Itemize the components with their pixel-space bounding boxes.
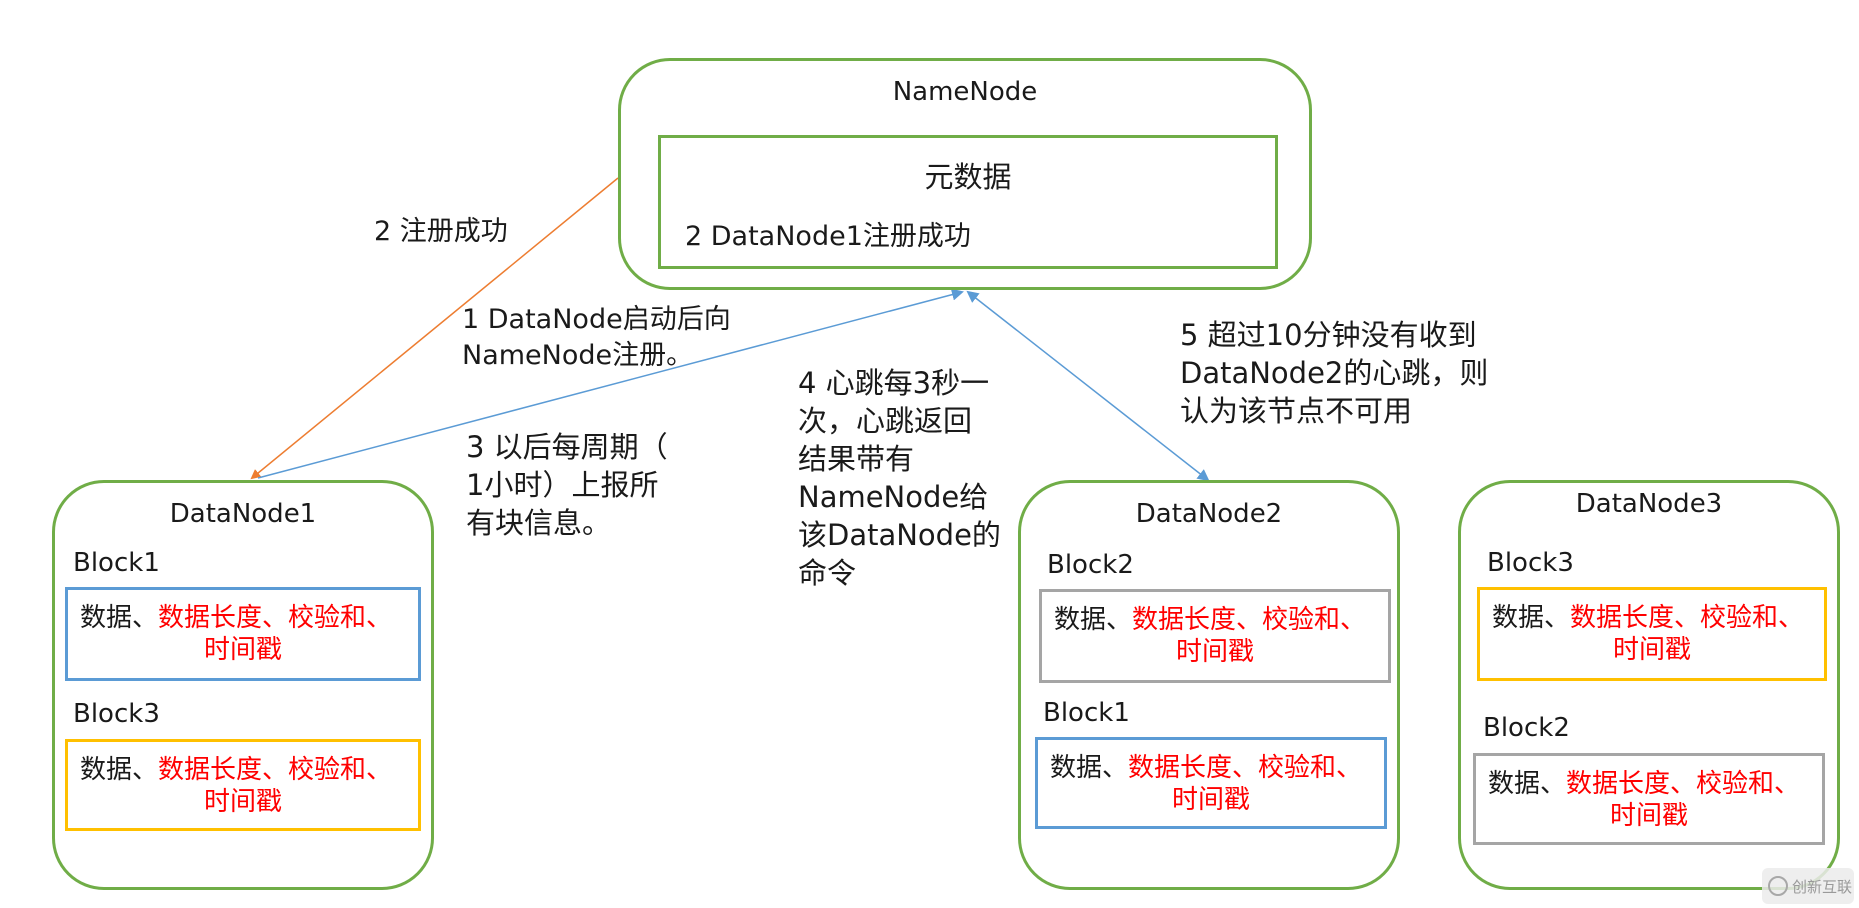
block-timestamp-text: 时间戳 xyxy=(1171,785,1250,815)
metadata-title: 元数据 xyxy=(924,160,1012,194)
datanode2-block2-label: Block2 xyxy=(1047,550,1134,580)
register-request-arrow xyxy=(257,288,964,479)
annotation-periodic-report: 3 以后每周期（ 1小时）上报所 有块信息。 xyxy=(466,428,668,542)
annotation-line: 3 以后每周期（ xyxy=(466,430,668,464)
datanode2-block1-label: Block1 xyxy=(1043,698,1130,728)
annotation-line: 1 DataNode启动后向 xyxy=(462,304,731,335)
block-meta-text: 数据长度、校验和、 xyxy=(1128,753,1363,783)
block-timestamp-text: 时间戳 xyxy=(1609,801,1688,831)
datanode3-title: DataNode3 xyxy=(1575,489,1723,519)
annotation-line: NameNode给 xyxy=(798,480,989,514)
annotation-heartbeat: 4 心跳每3秒一 次，心跳返回 结果带有 NameNode给 该DataNode… xyxy=(798,364,1001,592)
register-success-arrow xyxy=(250,177,619,480)
annotation-line: 次，心跳返回 xyxy=(798,404,973,438)
namenode-box: NameNode 元数据 2 DataNode1注册成功 xyxy=(618,58,1312,290)
block-timestamp-text: 时间戳 xyxy=(203,787,282,817)
block-data-text: 数据、 xyxy=(1054,605,1133,635)
block-data-text: 数据、 xyxy=(1488,769,1567,799)
annotation-line: DataNode2的心跳，则 xyxy=(1180,356,1489,390)
datanode2-title: DataNode2 xyxy=(1135,499,1283,529)
annotation-line: 有块信息。 xyxy=(466,506,612,540)
block-meta-text: 数据长度、校验和、 xyxy=(1566,769,1801,799)
watermark-icon xyxy=(1768,876,1788,896)
annotation-register-request: 1 DataNode启动后向 NameNode注册。 xyxy=(462,302,731,374)
annotation-line: 5 超过10分钟没有收到 xyxy=(1180,318,1477,352)
annotation-register-success: 2 注册成功 xyxy=(374,216,508,247)
annotation-line: 命令 xyxy=(798,556,857,590)
metadata-entry: 2 DataNode1注册成功 xyxy=(685,221,971,252)
datanode1-box: DataNode1 Block1 数据、数据长度、校验和、 时间戳 Block3… xyxy=(52,480,434,890)
block-meta-text: 数据长度、校验和、 xyxy=(158,603,393,633)
namenode-title: NameNode xyxy=(892,77,1038,107)
datanode3-block2-box: 数据、数据长度、校验和、 时间戳 xyxy=(1473,753,1825,845)
datanode3-block2-label: Block2 xyxy=(1483,713,1570,743)
datanode1-title: DataNode1 xyxy=(169,499,317,529)
block-meta-text: 数据长度、校验和、 xyxy=(1570,603,1805,633)
datanode3-box: DataNode3 Block3 数据、数据长度、校验和、 时间戳 Block2… xyxy=(1458,480,1840,890)
datanode1-block3-box: 数据、数据长度、校验和、 时间戳 xyxy=(65,739,421,831)
block-meta-text: 数据长度、校验和、 xyxy=(158,755,393,785)
block-data-text: 数据、 xyxy=(80,603,159,633)
watermark-logo: 创新互联 xyxy=(1762,868,1854,904)
annotation-line: NameNode注册。 xyxy=(462,340,694,371)
annotation-line: 认为该节点不可用 xyxy=(1180,394,1413,428)
annotation-line: 结果带有 xyxy=(798,442,915,476)
annotation-line: 4 心跳每3秒一 xyxy=(798,366,990,400)
watermark-text: 创新互联 xyxy=(1792,877,1853,896)
datanode2-block2-box: 数据、数据长度、校验和、 时间戳 xyxy=(1039,589,1391,683)
block-timestamp-text: 时间戳 xyxy=(1612,635,1691,665)
datanode1-block3-label: Block3 xyxy=(73,699,160,729)
block-data-text: 数据、 xyxy=(1050,753,1129,783)
annotation-line: 该DataNode的 xyxy=(798,518,1001,552)
heartbeat-arrow xyxy=(966,290,1210,482)
block-data-text: 数据、 xyxy=(80,755,159,785)
datanode1-block1-label: Block1 xyxy=(73,548,160,578)
block-timestamp-text: 时间戳 xyxy=(1175,637,1254,667)
annotation-line: 1小时）上报所 xyxy=(466,468,659,502)
block-data-text: 数据、 xyxy=(1492,603,1571,633)
annotation-timeout: 5 超过10分钟没有收到 DataNode2的心跳，则 认为该节点不可用 xyxy=(1180,316,1488,430)
datanode3-block3-label: Block3 xyxy=(1487,548,1574,578)
metadata-box: 元数据 2 DataNode1注册成功 xyxy=(658,135,1278,269)
block-meta-text: 数据长度、校验和、 xyxy=(1132,605,1367,635)
block-timestamp-text: 时间戳 xyxy=(203,635,282,665)
datanode2-block1-box: 数据、数据长度、校验和、 时间戳 xyxy=(1035,737,1387,829)
datanode3-block3-box: 数据、数据长度、校验和、 时间戳 xyxy=(1477,587,1827,681)
datanode1-block1-box: 数据、数据长度、校验和、 时间戳 xyxy=(65,587,421,681)
datanode2-box: DataNode2 Block2 数据、数据长度、校验和、 时间戳 Block1… xyxy=(1018,480,1400,890)
